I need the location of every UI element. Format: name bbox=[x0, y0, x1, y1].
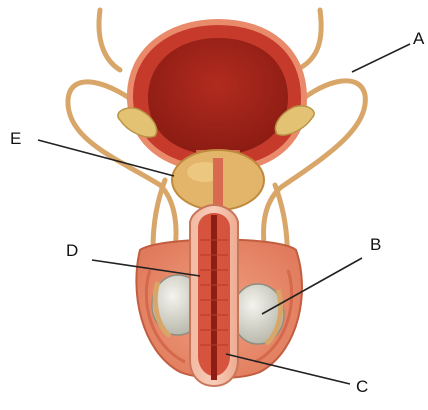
label-a: A bbox=[413, 29, 425, 48]
label-d: D bbox=[66, 241, 78, 260]
bladder-lumen bbox=[148, 38, 288, 154]
penis bbox=[190, 205, 238, 386]
leader-line-a bbox=[352, 44, 410, 72]
duct-right-upper bbox=[300, 10, 321, 68]
label-e: E bbox=[10, 129, 21, 148]
duct-left-upper bbox=[99, 10, 120, 70]
label-b: B bbox=[370, 235, 381, 254]
label-c: C bbox=[356, 377, 368, 396]
prostatic-urethra bbox=[213, 158, 223, 210]
prostate bbox=[172, 150, 264, 210]
